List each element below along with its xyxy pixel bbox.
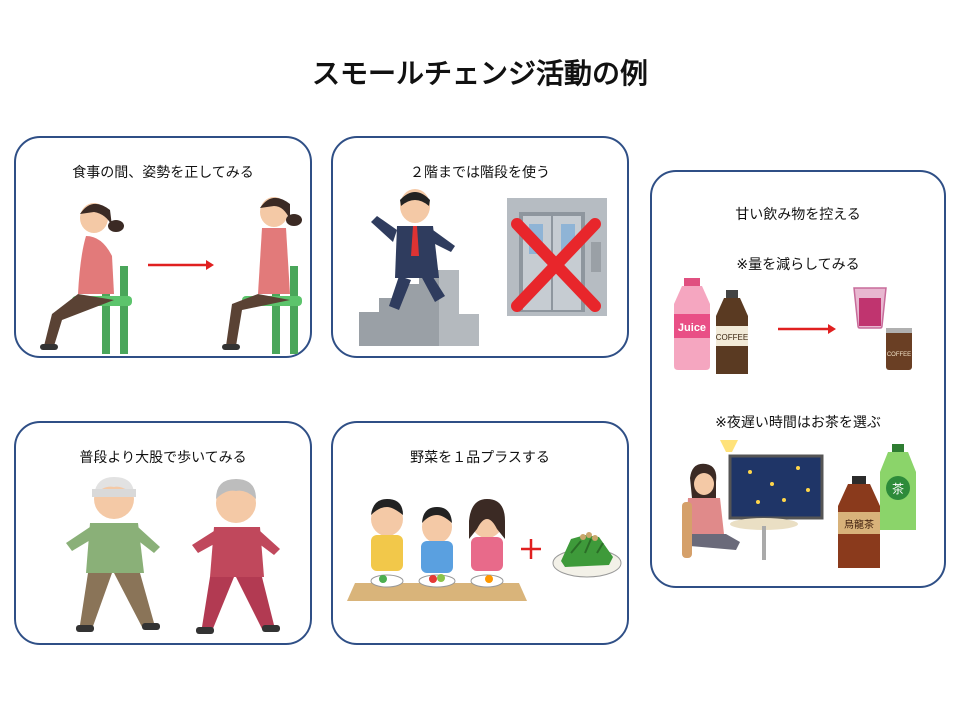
plus-icon — [521, 539, 541, 559]
arrow-right-icon — [778, 324, 836, 334]
card-stairs: ２階までは階段を使う — [331, 136, 629, 358]
arrow-right-icon — [148, 260, 214, 270]
tea-label-text: 茶 — [892, 481, 904, 496]
can-label-text: COFFEE — [887, 352, 911, 358]
card-posture: 食事の間、姿勢を正してみる — [14, 136, 312, 358]
walking-elderly-woman-illustration — [192, 479, 280, 634]
page-title: スモールチェンジ活動の例 — [311, 57, 648, 90]
slouching-woman-illustration — [40, 203, 132, 354]
card-veg: 野菜を１品プラスする — [331, 421, 629, 645]
oolong-tea-bottle-illustration: 烏龍茶 — [838, 476, 880, 568]
vegetable-dish-illustration — [552, 532, 622, 578]
card-stairs-label: ２階までは階段を使う — [410, 165, 550, 181]
elevator-crossed-icon — [507, 198, 607, 316]
oolong-label-text: 烏龍茶 — [844, 518, 874, 531]
choose-tea-note: ※夜遅い時間はお茶を選ぶ — [715, 415, 881, 431]
reduce-amount-note: ※量を減らしてみる — [736, 257, 860, 273]
upright-woman-illustration — [222, 197, 302, 354]
man-climbing-stairs-illustration — [359, 189, 479, 346]
woman-at-night-table-illustration — [682, 440, 824, 560]
card-veg-label: 野菜を１品プラスする — [410, 450, 550, 466]
juice-label-text: Juice — [678, 322, 706, 334]
small-juice-glass-illustration — [853, 287, 887, 329]
card-drinks-label: 甘い飲み物を控える — [735, 207, 861, 223]
green-tea-bottle-illustration: 茶 — [880, 444, 916, 530]
coffee-can-illustration: COFFEE — [886, 328, 912, 370]
card-posture-label: 食事の間、姿勢を正してみる — [72, 165, 254, 181]
juice-bottle-illustration: Juice — [674, 278, 710, 370]
card-drinks: 甘い飲み物を控える ※量を減らしてみる Juice COFFEE COFFEE … — [650, 170, 946, 588]
family-eating-illustration — [347, 499, 527, 601]
card-walk-label: 普段より大股で歩いてみる — [79, 450, 247, 466]
walking-elderly-man-illustration — [66, 477, 160, 632]
card-walk: 普段より大股で歩いてみる — [14, 421, 312, 645]
coffee-bottle-illustration: COFFEE — [716, 290, 748, 374]
coffee-label-text: COFFEE — [716, 333, 748, 342]
